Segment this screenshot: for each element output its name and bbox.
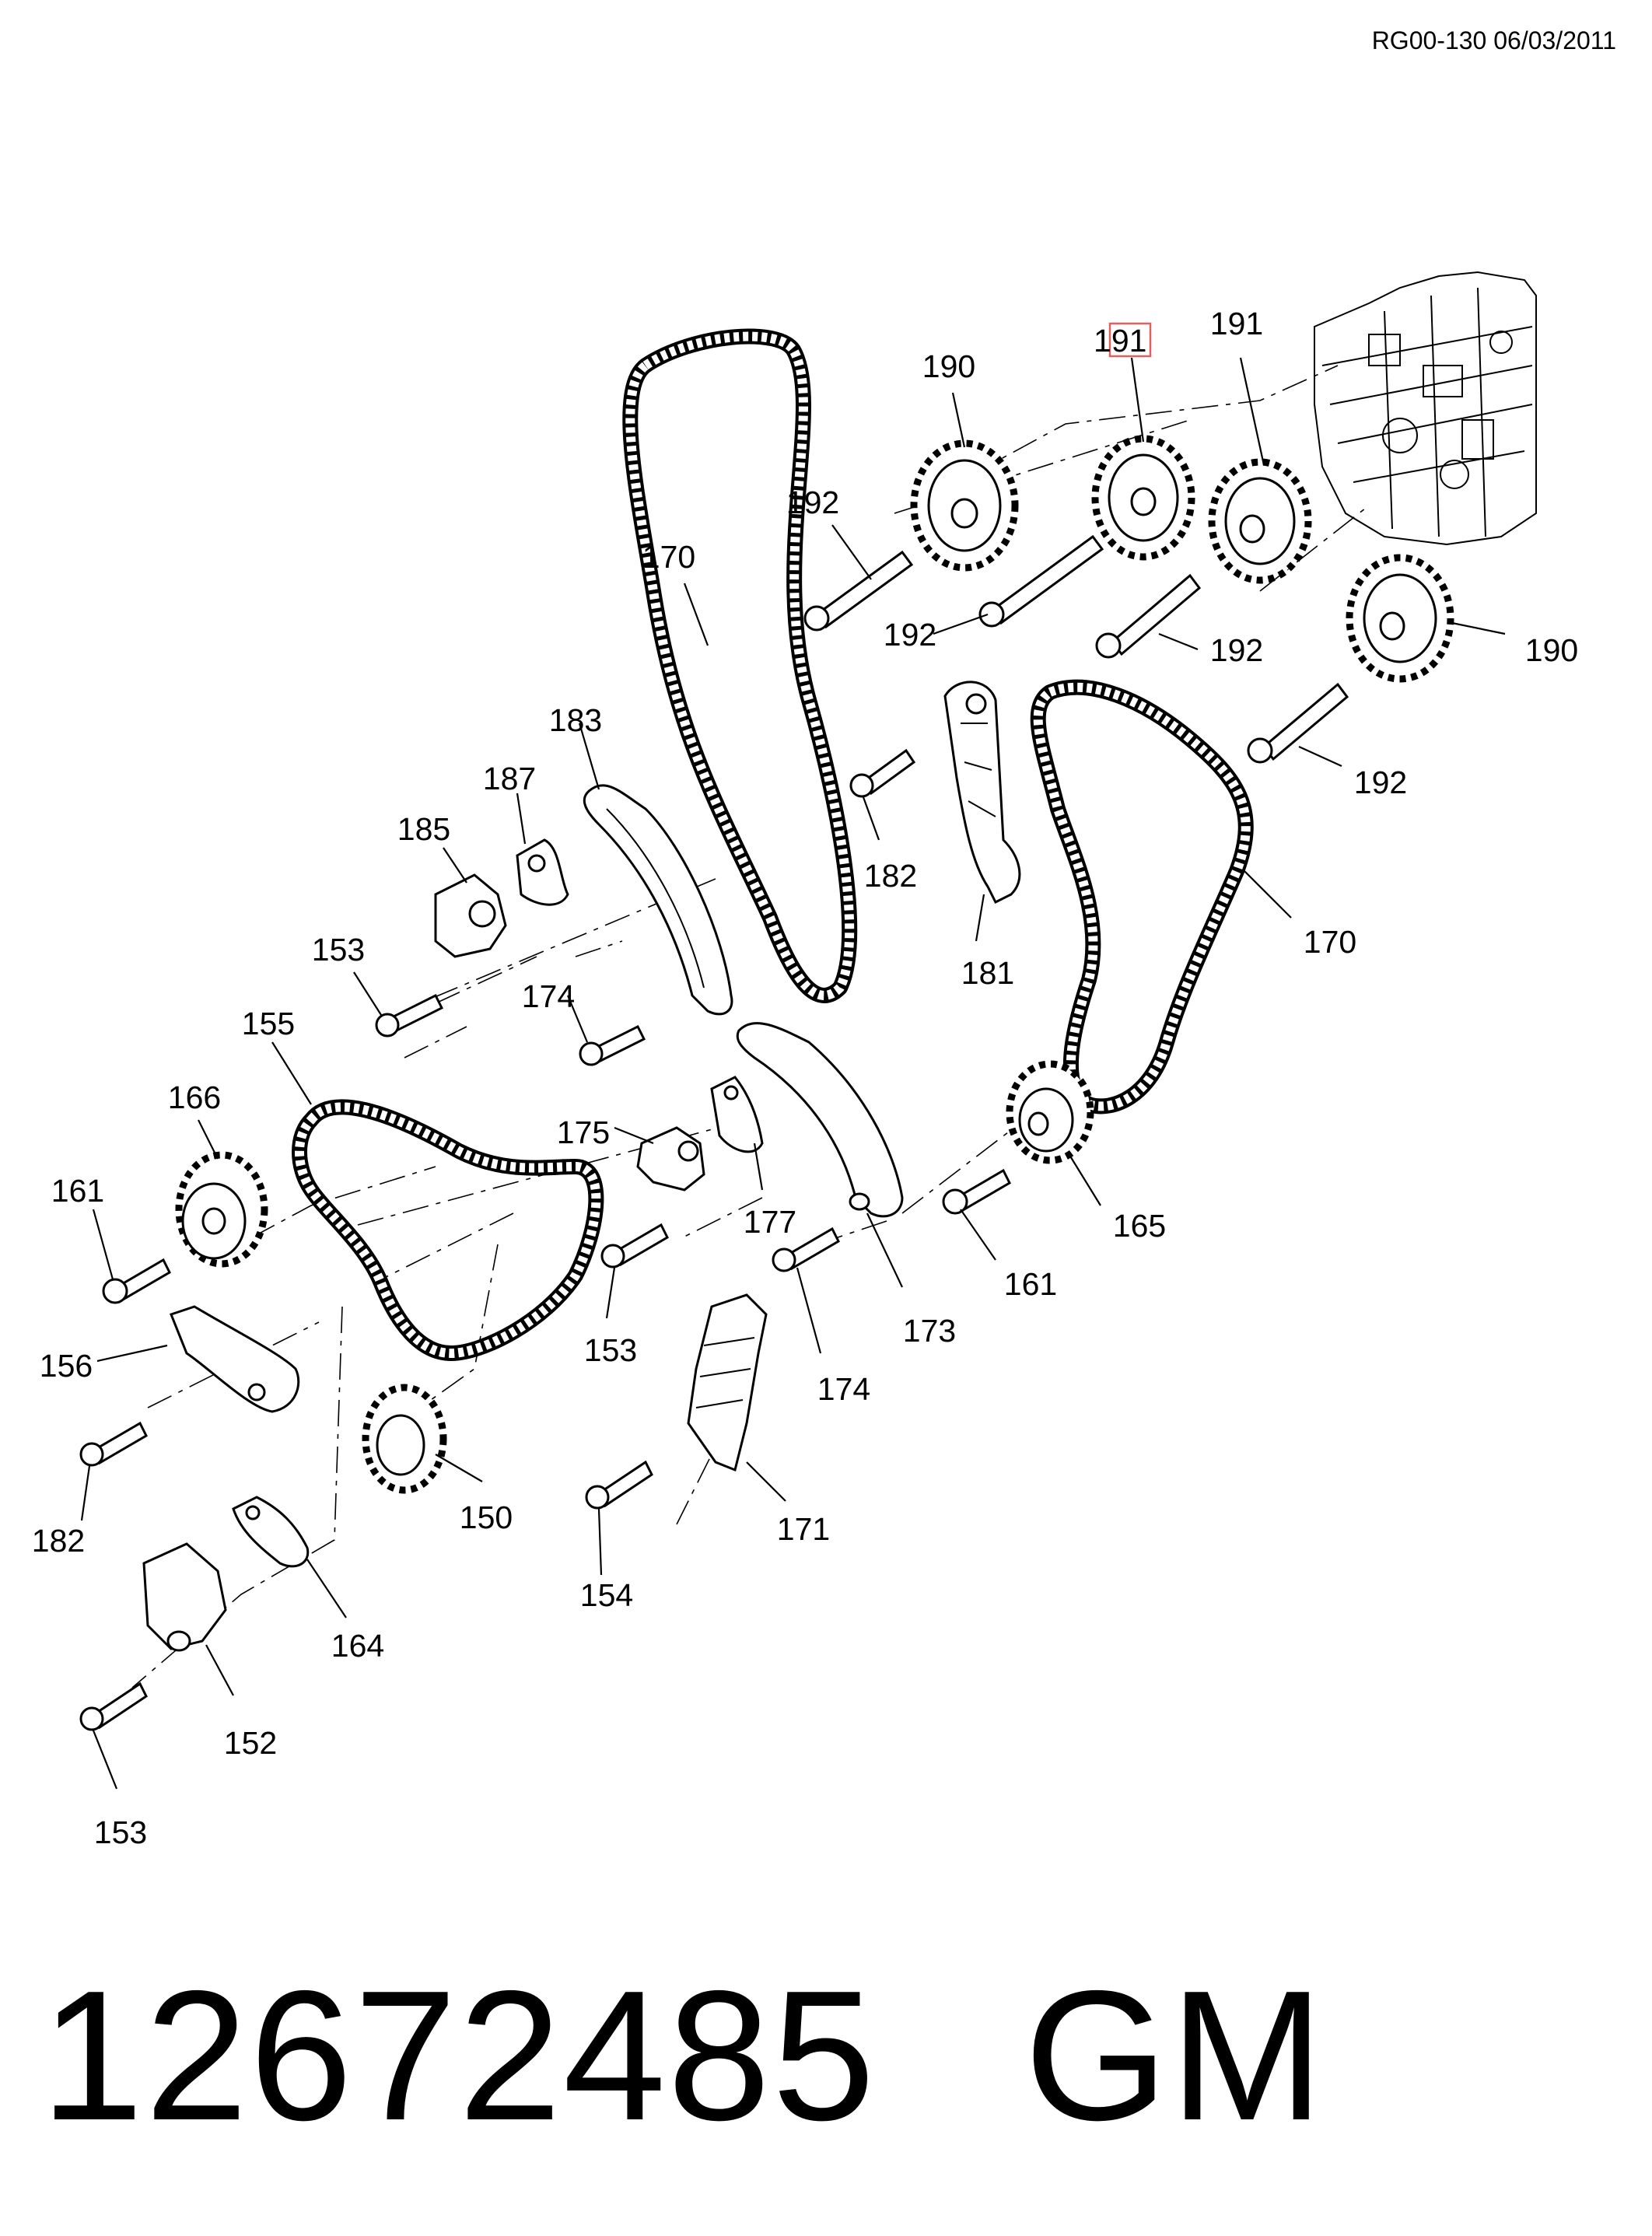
bolt-174-lower <box>772 1226 840 1272</box>
callout-highlight-box <box>1108 322 1152 358</box>
bolt-161-left <box>102 1258 171 1304</box>
callout-192-a: 192 <box>786 485 839 520</box>
callout-154: 154 <box>580 1577 633 1613</box>
camshaft-sprocket-191-right <box>1208 458 1312 584</box>
callout-156: 156 <box>40 1348 93 1384</box>
callout-175: 175 <box>557 1115 610 1150</box>
callout-190-lower: 190 <box>1525 632 1578 668</box>
timing-chain-170-left <box>622 328 858 1003</box>
callout-185: 185 <box>397 811 450 847</box>
callout-153-middle: 153 <box>584 1332 637 1368</box>
tensioner-guide-183 <box>583 784 733 1016</box>
damper-171 <box>687 1293 768 1472</box>
callout-183: 183 <box>549 702 602 738</box>
callout-153-lower: 153 <box>94 1814 147 1850</box>
tensioner-152 <box>142 1542 227 1652</box>
tensioner-185 <box>434 873 507 958</box>
callout-152: 152 <box>224 1725 277 1761</box>
callout-164: 164 <box>331 1628 384 1664</box>
callout-190-upper: 190 <box>922 348 975 384</box>
callout-177: 177 <box>744 1204 796 1240</box>
drawing-reference: RG00-130 06/03/2011 <box>1371 26 1616 54</box>
guide-173 <box>736 1022 904 1218</box>
engine-block-illustration <box>1314 271 1537 546</box>
bolt-153-middle <box>600 1223 669 1268</box>
bolt-153-lower <box>79 1681 148 1731</box>
callout-182-upper: 182 <box>864 858 917 894</box>
gasket-187 <box>516 838 569 906</box>
brand-name: GM <box>1024 1953 1326 2159</box>
callout-181: 181 <box>961 955 1014 991</box>
bolt-154 <box>585 1460 653 1510</box>
bolt-182-upper <box>849 748 916 798</box>
callout-192-c: 192 <box>1210 632 1263 668</box>
callout-173: 173 <box>903 1313 956 1349</box>
bolt-182-lower <box>79 1421 148 1467</box>
gasket-177 <box>710 1076 764 1153</box>
sprocket-150 <box>362 1384 447 1494</box>
callout-170-right: 170 <box>1304 924 1356 960</box>
callout-166: 166 <box>168 1080 221 1115</box>
camshaft-sprocket-190-upper <box>910 439 1019 572</box>
callout-192-b: 192 <box>884 617 936 653</box>
camshaft-sprocket-190-lower <box>1346 554 1454 683</box>
tensioner-175 <box>636 1126 705 1191</box>
callout-174-lower: 174 <box>817 1371 870 1407</box>
part-number: 12672485 <box>40 1953 877 2159</box>
camshaft-bolts-192 <box>803 534 1349 764</box>
callout-182-lower: 182 <box>32 1523 85 1559</box>
callout-187: 187 <box>483 761 536 796</box>
bolt-153-upper <box>375 993 444 1038</box>
timing-chain-155 <box>292 1099 604 1361</box>
callout-165: 165 <box>1113 1208 1166 1244</box>
guide-156 <box>170 1305 300 1413</box>
callout-labels: 190 191 191 192 192 192 190 192 170 183 … <box>32 306 1578 1850</box>
callout-155: 155 <box>242 1006 295 1041</box>
callout-191: 191 <box>1210 306 1263 341</box>
camshaft-sprocket-191-left <box>1091 435 1195 561</box>
callout-161-left: 161 <box>51 1173 104 1209</box>
sprocket-165 <box>1006 1060 1094 1164</box>
sprocket-166 <box>175 1151 268 1268</box>
timing-chain-170-right <box>1030 679 1254 1115</box>
callout-170-left: 170 <box>642 539 695 575</box>
chain-guide-181 <box>943 681 1021 905</box>
callout-161-right: 161 <box>1004 1266 1057 1302</box>
callout-153-upper: 153 <box>312 932 365 968</box>
bolt-161-right <box>942 1168 1011 1215</box>
callout-171: 171 <box>777 1511 830 1547</box>
callout-191-highlighted: 191 <box>1094 323 1146 359</box>
leader-lines <box>80 357 1506 1790</box>
bolt-174-upper <box>579 1024 646 1066</box>
callout-150: 150 <box>460 1499 513 1535</box>
callout-174-upper: 174 <box>522 978 575 1014</box>
callout-192-d: 192 <box>1354 765 1407 800</box>
gasket-164 <box>232 1496 310 1568</box>
